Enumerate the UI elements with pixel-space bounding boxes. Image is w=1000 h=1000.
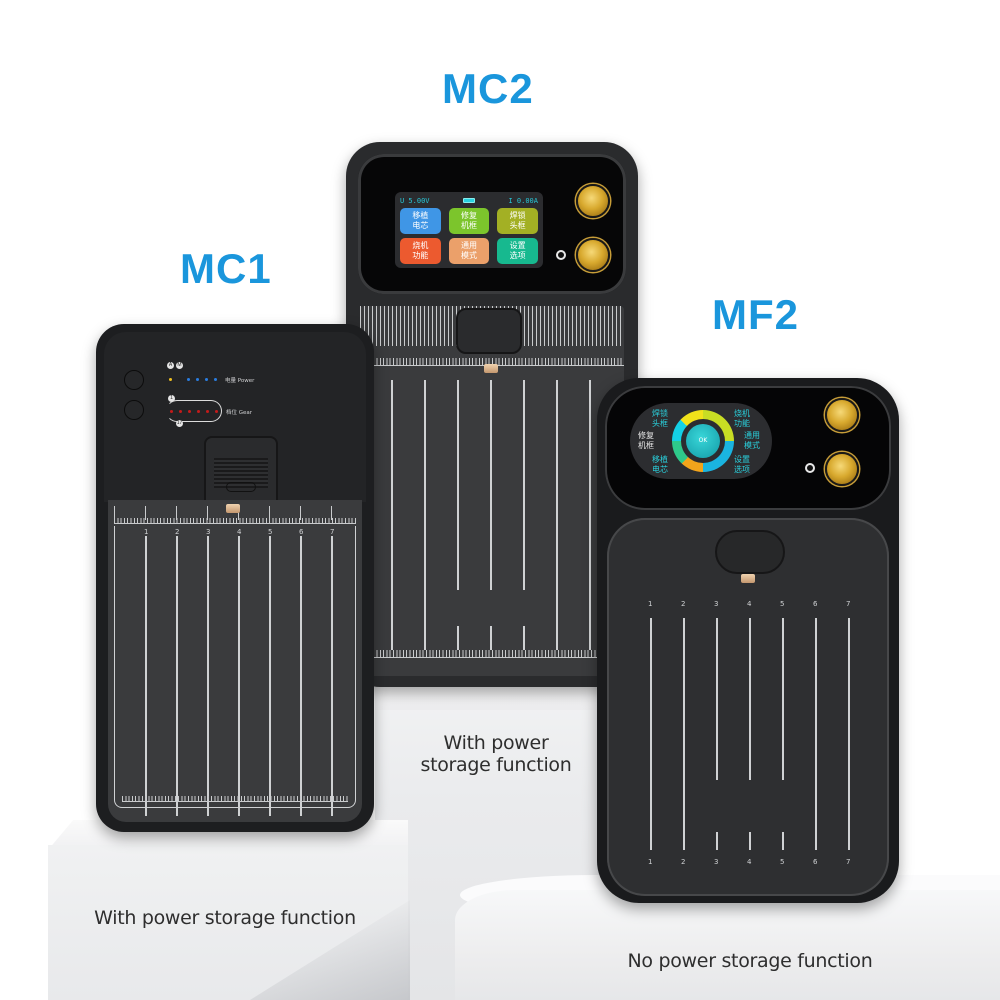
ruler-number: 2 (175, 528, 180, 536)
pedestal-right (455, 890, 1000, 1000)
slot-number: 7 (846, 858, 851, 866)
voltage-readout: U 5.00V (400, 196, 430, 205)
slot-number: 4 (747, 600, 752, 608)
caption-mc2-line2: storage function (420, 753, 572, 776)
caption-mf2: No power storage function (627, 950, 873, 972)
ruler-number: 5 (268, 528, 273, 536)
ruler-number: 6 (299, 528, 304, 536)
label-weld-head[interactable]: 焊锁 头框 (652, 409, 668, 428)
label-mc1: MC1 (180, 245, 272, 292)
manual-mode-icon: M (176, 362, 183, 369)
slot-number: 3 (714, 600, 719, 608)
slot-number: 2 (681, 600, 686, 608)
mc1-clip-tab[interactable] (204, 436, 278, 508)
mc1-plate: 1 2 3 4 5 6 7 (108, 500, 362, 822)
mc2-head: U 5.00V I 0.00A 移植 电芯 修复 机框 焊锁 头框 烧机 功能 … (358, 154, 626, 294)
label-burn-function[interactable]: 烧机 功能 (734, 409, 750, 428)
tile-burn-function[interactable]: 烧机 功能 (400, 238, 441, 264)
indicator-led-icon (805, 463, 815, 473)
mc2-plate (360, 306, 624, 676)
gear-cycle-arrow-icon (166, 400, 222, 422)
gear-up-icon: 1 (168, 395, 175, 402)
gear-down-icon: 17 (176, 420, 183, 427)
label-repair-frame[interactable]: 修复 机框 (638, 431, 654, 450)
auto-mode-icon: A (167, 362, 174, 369)
slot-number: 1 (648, 858, 653, 866)
slot-number: 5 (780, 600, 785, 608)
caption-mc2-line1: With power (443, 732, 549, 754)
ruler-number: 3 (206, 528, 211, 536)
mode-dial-ring[interactable]: OK (672, 410, 734, 472)
ok-button[interactable]: OK (686, 424, 720, 458)
slot-number: 3 (714, 858, 719, 866)
slot-number: 7 (846, 600, 851, 608)
gold-contact-top (576, 184, 610, 218)
mf2-screen: 焊锁 头框 烧机 功能 修复 机框 通用 模式 移植 电芯 设置 选项 OK (630, 403, 772, 479)
connector-pad (226, 504, 240, 513)
indicator-led-icon (556, 250, 566, 260)
mc2-clip-tab[interactable] (456, 308, 522, 354)
slot-number: 2 (681, 858, 686, 866)
caption-mc1: With power storage function (94, 907, 356, 929)
gear-label: 档位 Gear (226, 410, 253, 416)
label-transplant-cell[interactable]: 移植 电芯 (652, 455, 668, 474)
tile-transplant-cell[interactable]: 移植 电芯 (400, 208, 441, 234)
tile-repair-frame[interactable]: 修复 机框 (448, 208, 490, 234)
mf2-clip-button[interactable] (715, 530, 785, 574)
mc1-outline (114, 526, 356, 808)
ruler-number: 1 (144, 528, 149, 536)
battery-icon (463, 198, 475, 203)
power-button[interactable] (124, 370, 144, 390)
slot-number: 6 (813, 858, 818, 866)
device-mc2: U 5.00V I 0.00A 移植 电芯 修复 机框 焊锁 头框 烧机 功能 … (346, 142, 638, 687)
slot-number: 1 (648, 600, 653, 608)
current-readout: I 0.00A (508, 196, 538, 205)
label-mc2: MC2 (442, 65, 534, 112)
device-mc1: A M 电量 Power 1 17 档位 Gear 1 2 3 4 5 6 7 (96, 324, 374, 832)
connector-pad (741, 574, 755, 583)
label-mf2: MF2 (712, 291, 799, 338)
gold-contact-bottom (576, 238, 610, 272)
gear-button[interactable] (124, 400, 144, 420)
tile-weld-head[interactable]: 焊锁 头框 (497, 208, 538, 234)
caption-mc2: With power storage function (398, 732, 594, 777)
ruler-ticks-bottom (360, 650, 624, 658)
slot-number: 4 (747, 858, 752, 866)
connector-pad (484, 364, 498, 373)
label-settings[interactable]: 设置 选项 (734, 455, 750, 474)
slot-number: 5 (780, 858, 785, 866)
power-label: 电量 Power (225, 378, 255, 384)
tile-settings[interactable]: 设置 选项 (497, 238, 538, 264)
gold-contact-top (825, 398, 859, 432)
ruler-ticks (114, 518, 356, 524)
device-mf2: 焊锁 头框 烧机 功能 修复 机框 通用 模式 移植 电芯 设置 选项 OK 1… (597, 378, 899, 903)
ruler-ticks-bottom (122, 796, 348, 802)
mf2-plate: 1 2 3 4 5 6 7 1 2 3 4 5 6 7 (607, 518, 889, 896)
slot-number: 6 (813, 600, 818, 608)
tile-general-mode[interactable]: 通用 模式 (448, 238, 490, 264)
label-general-mode[interactable]: 通用 模式 (744, 431, 760, 450)
ruler-number: 4 (237, 528, 242, 536)
gold-contact-bottom (825, 452, 859, 486)
mc1-control-panel: A M 电量 Power 1 17 档位 Gear (104, 332, 366, 508)
mc2-screen: U 5.00V I 0.00A 移植 电芯 修复 机框 焊锁 头框 烧机 功能 … (395, 192, 543, 268)
ruler-strip (114, 506, 356, 520)
mf2-head: 焊锁 头框 烧机 功能 修复 机框 通用 模式 移植 电芯 设置 选项 OK (605, 386, 891, 510)
ruler-number: 7 (330, 528, 335, 536)
